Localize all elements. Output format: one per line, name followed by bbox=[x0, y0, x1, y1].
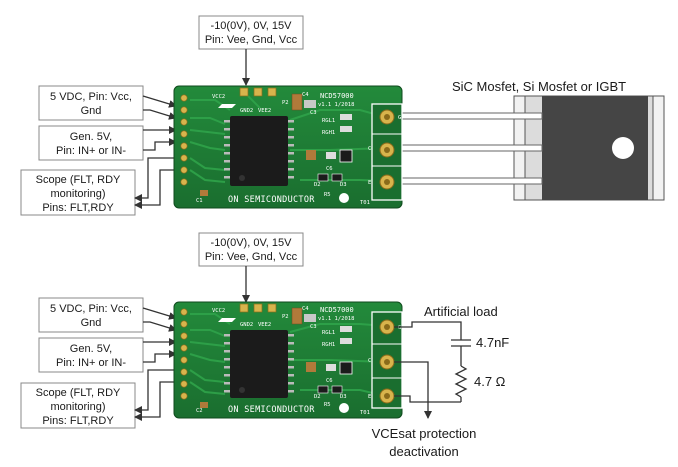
bottom-pin-arrows bbox=[134, 307, 177, 421]
top-supply-line2: Pin: Vee, Gnd, Vcc bbox=[205, 34, 298, 46]
top-section: -10(0V), 0V, 15V Pin: Vee, Gnd, Vcc 5 VD… bbox=[20, 15, 665, 216]
bottom-vdd-line2: Gnd bbox=[81, 317, 102, 329]
bottom-pin-vcc2: VCC2 bbox=[212, 308, 225, 314]
bottom-scope-line1: Scope (FLT, RDY bbox=[36, 387, 121, 399]
top-pad-g: G bbox=[398, 115, 401, 121]
bottom-scope-box: Scope (FLT, RDY monitoring) Pins: FLT,RD… bbox=[20, 382, 136, 429]
bottom-ref-rgl1: RGL1 bbox=[322, 330, 335, 336]
bottom-on-logo bbox=[339, 403, 349, 413]
bottom-board-maker: ON SEMICONDUCTOR bbox=[228, 405, 315, 415]
top-pad-c: C bbox=[368, 146, 371, 152]
bottom-supply-box: -10(0V), 0V, 15V Pin: Vee, Gnd, Vcc bbox=[198, 232, 304, 267]
top-board-part: NCD57000 bbox=[320, 92, 354, 100]
top-ref-c6: C6 bbox=[326, 166, 333, 172]
bottom-gen-line1: Gen. 5V, bbox=[70, 343, 112, 355]
bottom-right-pads bbox=[371, 311, 403, 409]
bottom-ref-t01: T01 bbox=[360, 410, 370, 416]
top-ref-rgl1: RGL1 bbox=[322, 118, 335, 124]
bottom-pin-vee2: VEE2 bbox=[258, 322, 271, 328]
bottom-section: -10(0V), 0V, 15V Pin: Vee, Gnd, Vcc 5 VD… bbox=[20, 232, 509, 459]
top-pin-vcc2: VCC2 bbox=[212, 94, 225, 100]
bottom-gen-line2: Pin: IN+ or IN- bbox=[56, 357, 126, 369]
top-pin-gnd2: GND2 bbox=[240, 108, 253, 114]
top-ref-r5: R5 bbox=[324, 192, 331, 198]
top-supply-box: -10(0V), 0V, 15V Pin: Vee, Gnd, Vcc bbox=[198, 15, 304, 50]
bottom-board-version: v1.1 1/2018 bbox=[318, 316, 354, 322]
bottom-ref-c3: C3 bbox=[310, 324, 317, 330]
top-pcb: VCC2 GND2 VEE2 bbox=[173, 85, 403, 209]
top-ref-d3: D3 bbox=[340, 182, 347, 188]
res-value: 4.7 Ω bbox=[474, 374, 506, 389]
vcesat-line1: VCEsat protection bbox=[372, 426, 477, 441]
bottom-scope-line3: Pins: FLT,RDY bbox=[42, 415, 114, 427]
top-scope-line2: monitoring) bbox=[50, 188, 105, 200]
bottom-pad-c: C bbox=[368, 358, 371, 364]
cap-value: 4.7nF bbox=[476, 335, 509, 350]
top-gen-box: Gen. 5V, Pin: IN+ or IN- bbox=[38, 125, 144, 161]
top-on-logo bbox=[339, 193, 349, 203]
top-pin-arrows bbox=[134, 95, 177, 209]
bottom-ref-c6: C6 bbox=[326, 378, 333, 384]
top-pin-vee2: VEE2 bbox=[258, 108, 271, 114]
bottom-vdd-box: 5 VDC, Pin: Vcc, Gnd bbox=[38, 297, 144, 333]
top-ref-c1: C1 bbox=[196, 198, 203, 204]
bottom-ref-p2: P2 bbox=[282, 314, 289, 320]
top-scope-line1: Scope (FLT, RDY bbox=[36, 174, 121, 186]
top-ref-t01: T01 bbox=[360, 200, 370, 206]
bottom-ref-r5: R5 bbox=[324, 402, 331, 408]
top-scope-line3: Pins: FLT,RDY bbox=[42, 202, 114, 214]
bottom-pin-gnd2: GND2 bbox=[240, 322, 253, 328]
driver-chip bbox=[230, 116, 288, 186]
top-ref-c4: C4 bbox=[302, 92, 309, 98]
top-ref-c3: C3 bbox=[310, 110, 317, 116]
mounting-hole bbox=[612, 137, 634, 159]
bottom-pad-e: E bbox=[368, 394, 371, 400]
top-gen-line1: Gen. 5V, bbox=[70, 131, 112, 143]
bottom-vdd-line1: 5 VDC, Pin: Vcc, bbox=[50, 303, 132, 315]
bottom-board-part: NCD57000 bbox=[320, 306, 354, 314]
top-vdd-box: 5 VDC, Pin: Vcc, Gnd bbox=[38, 85, 144, 121]
bottom-ref-d3: D3 bbox=[340, 394, 347, 400]
top-ref-rgh1: RGH1 bbox=[322, 130, 335, 136]
bottom-supply-line2: Pin: Vee, Gnd, Vcc bbox=[205, 251, 298, 263]
bottom-ref-c2: C2 bbox=[196, 408, 203, 414]
top-supply-line1: -10(0V), 0V, 15V bbox=[211, 20, 293, 32]
load-circuit bbox=[394, 321, 471, 419]
bottom-gen-box: Gen. 5V, Pin: IN+ or IN- bbox=[38, 337, 144, 373]
top-right-pads bbox=[371, 103, 403, 201]
top-gen-line2: Pin: IN+ or IN- bbox=[56, 145, 126, 157]
bottom-scope-line2: monitoring) bbox=[50, 401, 105, 413]
device-label: SiC Mosfet, Si Mosfet or IGBT bbox=[452, 79, 626, 94]
vcesat-line2: deactivation bbox=[389, 444, 458, 459]
load-title: Artificial load bbox=[424, 304, 498, 319]
top-board-version: v1.1 1/2018 bbox=[318, 102, 354, 108]
bottom-ref-d2: D2 bbox=[314, 394, 321, 400]
bottom-supply-line1: -10(0V), 0V, 15V bbox=[211, 237, 293, 249]
top-vdd-line1: 5 VDC, Pin: Vcc, bbox=[50, 91, 132, 103]
top-board-maker: ON SEMICONDUCTOR bbox=[228, 195, 315, 205]
top-scope-box: Scope (FLT, RDY monitoring) Pins: FLT,RD… bbox=[20, 169, 136, 216]
bottom-driver-chip bbox=[230, 330, 288, 398]
top-vdd-line2: Gnd bbox=[81, 105, 102, 117]
bottom-pcb: VCC2 GND2 VEE2 bbox=[173, 301, 403, 419]
top-ref-d2: D2 bbox=[314, 182, 321, 188]
bottom-ref-c4: C4 bbox=[302, 306, 309, 312]
top-ref-p2: P2 bbox=[282, 100, 289, 106]
bottom-pad-g: G bbox=[398, 325, 401, 331]
top-pad-e: E bbox=[368, 180, 371, 186]
bottom-ref-rgh1: RGH1 bbox=[322, 342, 335, 348]
